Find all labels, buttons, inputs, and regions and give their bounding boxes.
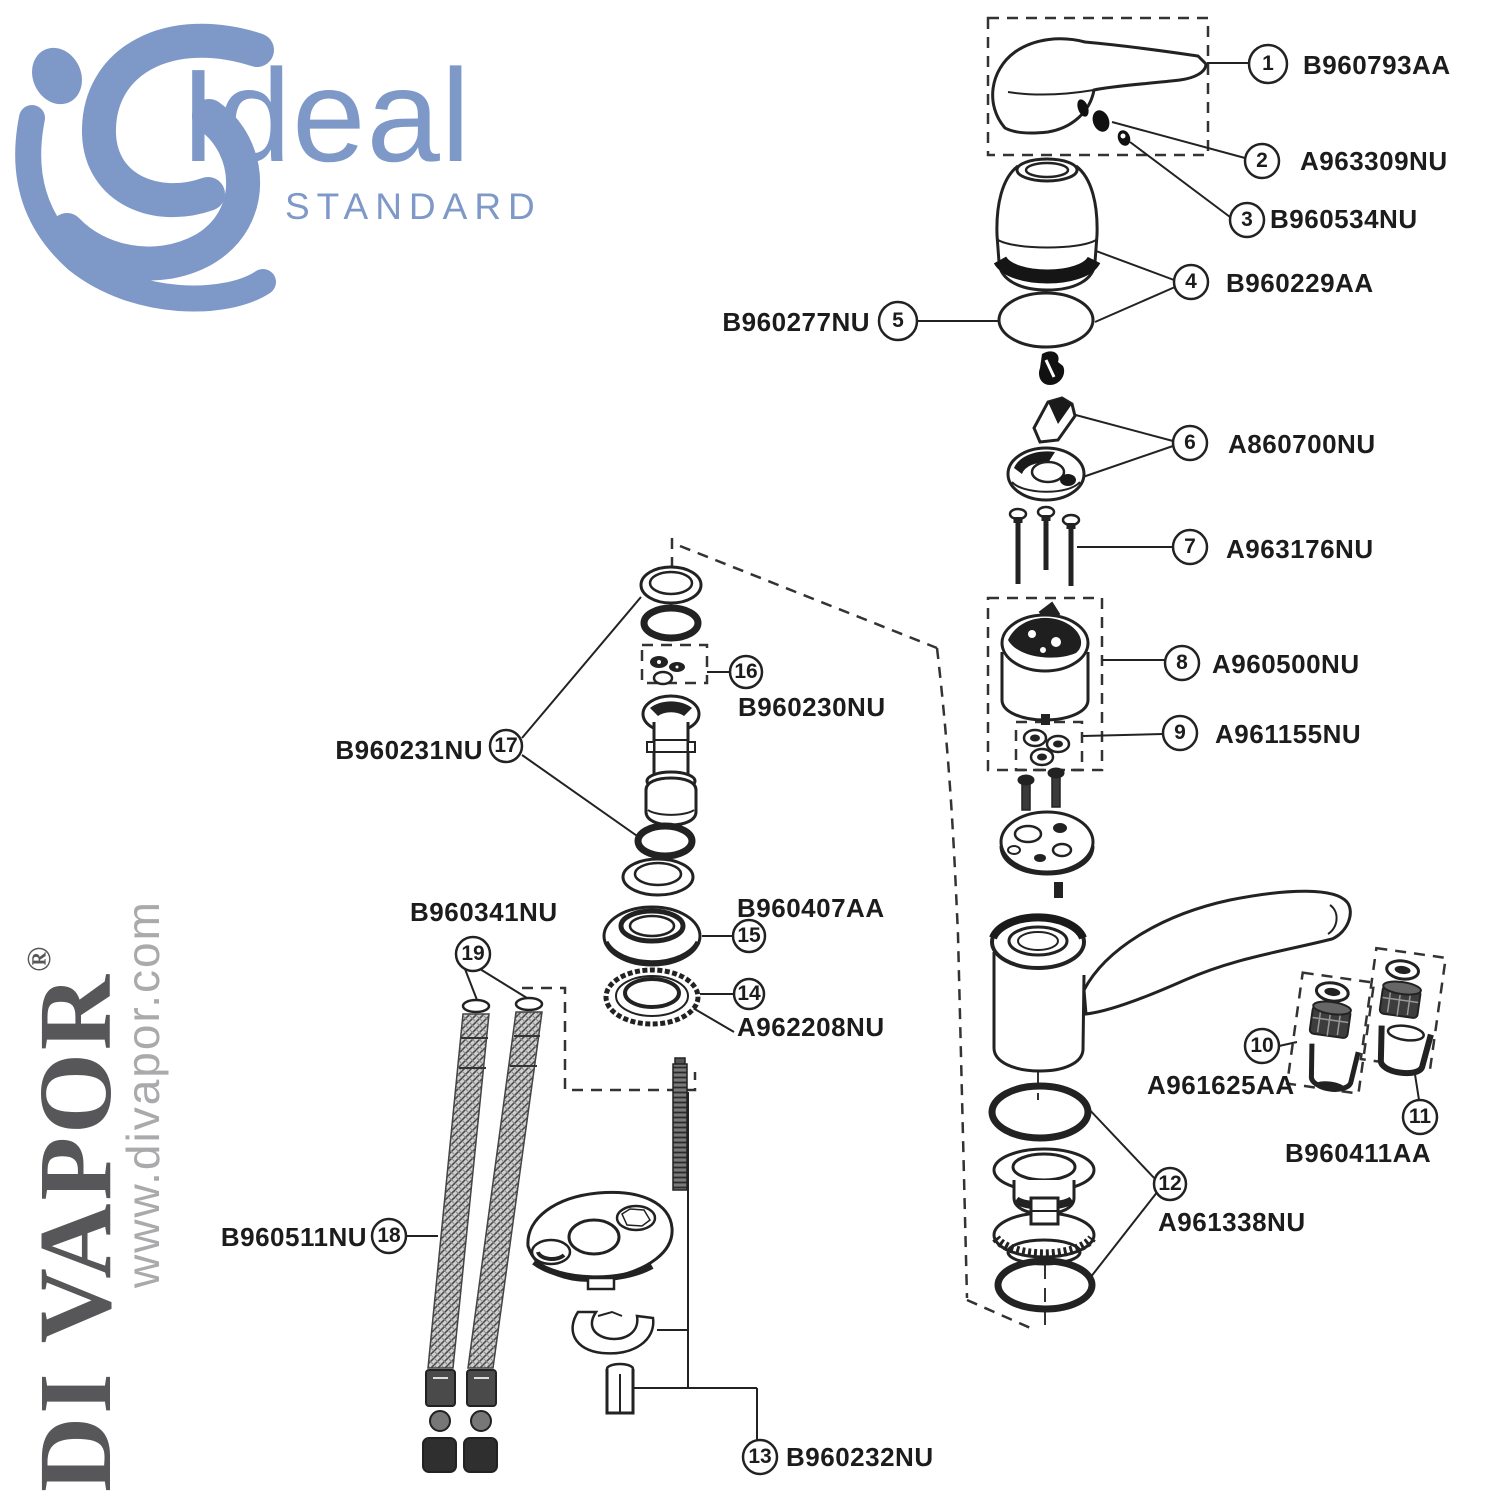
callout-12: 12 [1158, 1172, 1182, 1195]
gland-rings-drawing [602, 905, 702, 1027]
lever-carrier-drawing [1006, 396, 1086, 502]
callout-3: 3 [1241, 208, 1253, 231]
part-label-17: B960231NU [335, 735, 483, 765]
part-label-15: B960407AA [737, 893, 885, 923]
part-label-4: B960229AA [1226, 268, 1374, 298]
seal-drawing [997, 291, 1095, 385]
callout-8: 8 [1176, 651, 1188, 674]
callout-9: 9 [1174, 721, 1186, 744]
part-label-6: A860700NU [1228, 429, 1376, 459]
part-label-14: A962208NU [737, 1012, 885, 1042]
callout-17: 17 [494, 734, 518, 757]
hoses-drawing [422, 996, 544, 1473]
aerator-10-drawing [1308, 981, 1361, 1092]
callout-19: 19 [461, 942, 485, 965]
callout-13: 13 [748, 1445, 772, 1468]
deck-disc-drawing [999, 767, 1095, 898]
callout-11: 11 [1408, 1105, 1432, 1128]
fixing-kit-drawing [526, 1057, 688, 1415]
body-spout-drawing [989, 889, 1352, 1073]
shank-drawing [988, 1082, 1096, 1313]
callout-4: 4 [1185, 270, 1197, 293]
leader-lines [406, 62, 1420, 1440]
ideal-standard-logo: Ideal STANDARD [5, 18, 535, 313]
part-label-12: A961338NU [1158, 1207, 1306, 1237]
callout-1: 1 [1262, 52, 1274, 75]
callout-10: 10 [1250, 1034, 1274, 1057]
part-label-11: B960411AA [1285, 1138, 1432, 1168]
aerator-11-drawing [1377, 959, 1434, 1077]
screws-drawing [1008, 505, 1081, 586]
callout-16: 16 [734, 660, 758, 683]
ideal-standard-logo-mark [15, 23, 276, 312]
handle-drawing [991, 37, 1208, 146]
cartridge-drawing [1000, 601, 1090, 725]
part-label-1: B960793AA [1303, 50, 1451, 80]
logo-text-ideal: Ideal [180, 42, 472, 189]
valve-cluster-drawing [621, 565, 703, 897]
part-label-3: B960534NU [1270, 204, 1418, 234]
logo-text-standard: STANDARD [285, 186, 542, 227]
part-label-10: A961625AA [1147, 1070, 1295, 1100]
callout-14: 14 [737, 982, 761, 1005]
part-label-13: B960232NU [786, 1442, 934, 1472]
dome-shroud-drawing [993, 157, 1101, 292]
callout-5: 5 [892, 309, 904, 332]
callout-circles [370, 43, 1439, 1476]
callout-2: 2 [1256, 149, 1268, 172]
part-label-19: B960341NU [410, 897, 558, 927]
callout-15: 15 [737, 924, 761, 947]
part-label-7: A963176NU [1226, 534, 1374, 564]
callout-18: 18 [377, 1224, 401, 1247]
part-label-16: B960230NU [738, 692, 886, 722]
dashed-guides [522, 16, 1448, 1332]
part-label-9: A961155NU [1215, 719, 1362, 749]
part-label-5: B960277NU [722, 307, 870, 337]
part-label-8: A960500NU [1212, 649, 1360, 679]
callout-6: 6 [1184, 431, 1196, 454]
part-label-18: B960511NU [220, 1222, 367, 1252]
part-label-2: A963309NU [1300, 146, 1448, 176]
cartridge-seals-drawing [1022, 728, 1071, 767]
callout-7: 7 [1184, 535, 1196, 558]
